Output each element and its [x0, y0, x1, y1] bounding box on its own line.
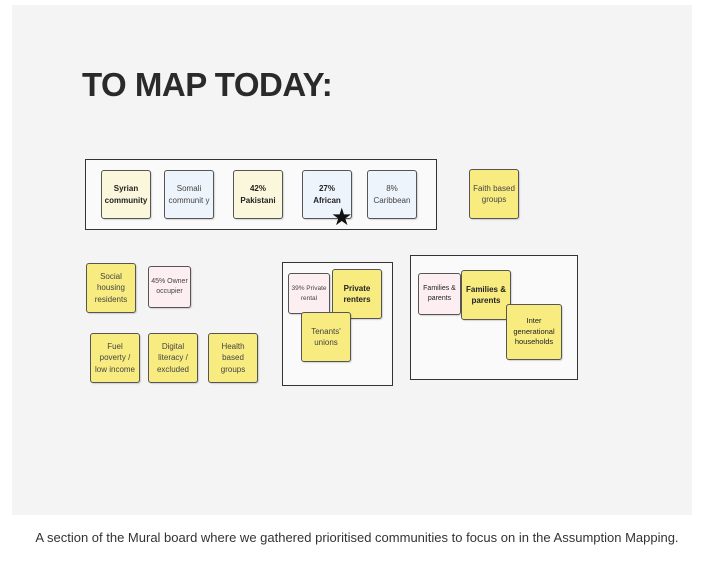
sticky-note: Inter generational households: [506, 304, 562, 360]
sticky-note: 8% Caribbean: [367, 170, 417, 219]
mural-board-image: [12, 5, 692, 515]
sticky-note: Faith based groups: [469, 169, 519, 219]
sticky-note: Families & parents: [418, 273, 461, 315]
sticky-note: Somali communit y: [164, 170, 214, 219]
sticky-note: Syrian community: [101, 170, 151, 219]
star-icon: ★: [331, 204, 353, 231]
sticky-note: 42% Pakistani: [233, 170, 283, 219]
sticky-note: Families & parents: [461, 270, 511, 320]
sticky-note: Fuel poverty / low income: [90, 333, 140, 383]
sticky-note: Digital literacy / excluded: [148, 333, 198, 383]
image-caption: A section of the Mural board where we ga…: [35, 530, 679, 545]
sticky-note: Health based groups: [208, 333, 258, 383]
sticky-note: Private renters: [332, 269, 382, 319]
sticky-note: 27% African: [302, 170, 352, 219]
sticky-note: Tenants' unions: [301, 312, 351, 362]
board-title: TO MAP TODAY:: [82, 66, 333, 103]
sticky-note: Social housing residents: [86, 263, 136, 313]
sticky-note: 45% Owner occupier: [148, 266, 191, 308]
sticky-note: 39% Private rental: [288, 273, 330, 314]
